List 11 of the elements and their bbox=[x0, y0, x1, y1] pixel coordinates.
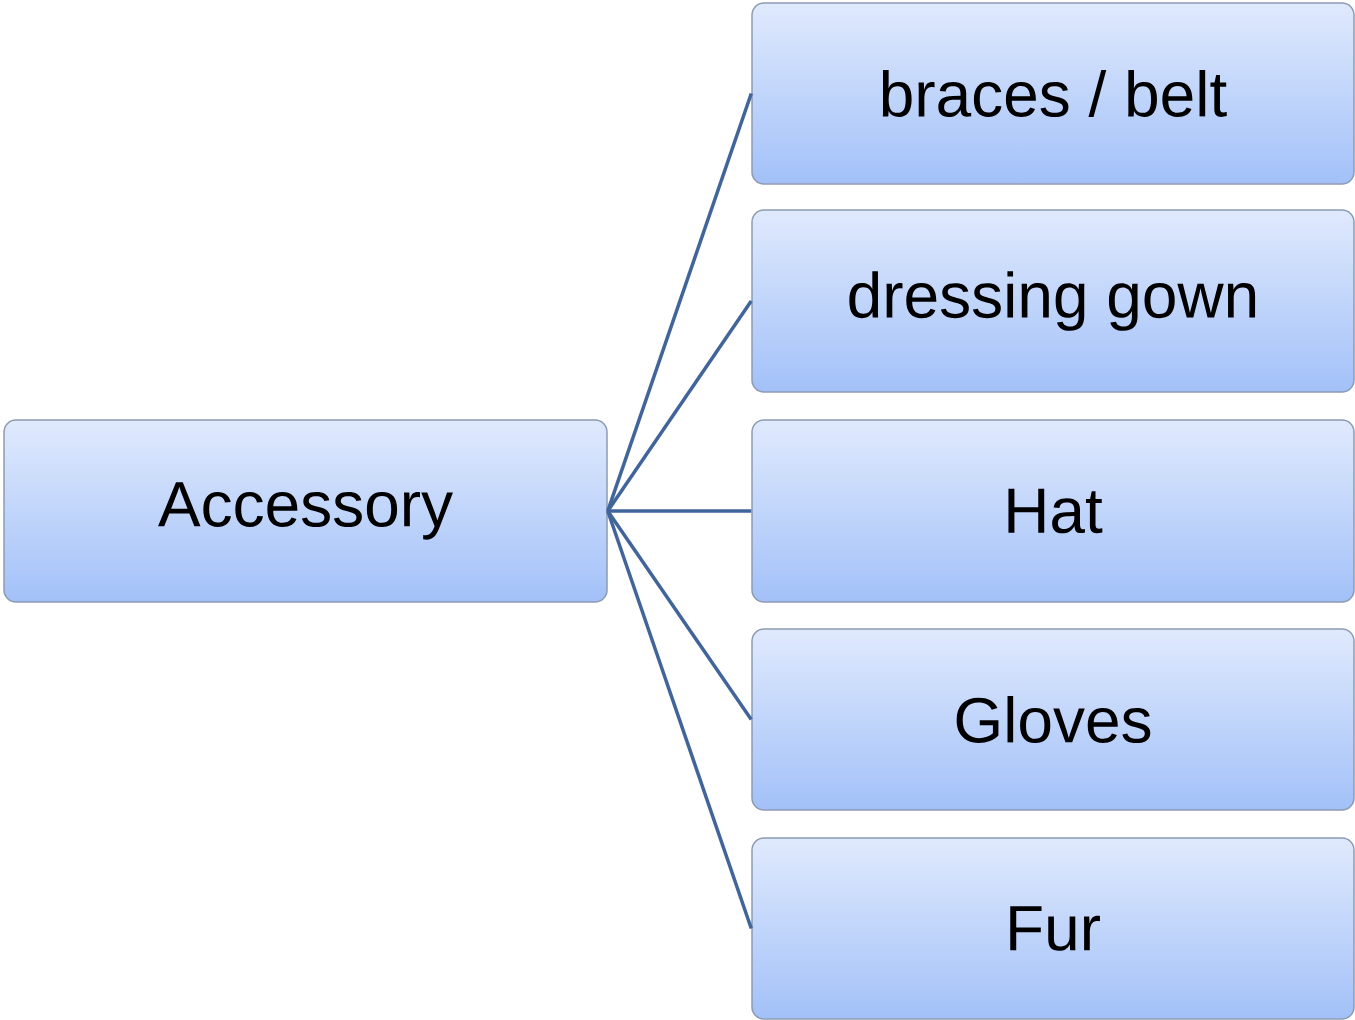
connector-line bbox=[607, 509, 752, 513]
process-box: braces / belt bbox=[751, 2, 1355, 185]
process-box: Fur bbox=[751, 837, 1355, 1020]
process-box: Gloves bbox=[751, 628, 1355, 811]
connector-line bbox=[606, 300, 753, 512]
process-box: Accessory bbox=[3, 419, 608, 603]
process-box: Hat bbox=[751, 419, 1355, 603]
process-box: dressing gown bbox=[751, 209, 1355, 393]
connector-line bbox=[606, 510, 753, 930]
connector-line bbox=[606, 510, 753, 721]
connector-line bbox=[606, 92, 753, 512]
